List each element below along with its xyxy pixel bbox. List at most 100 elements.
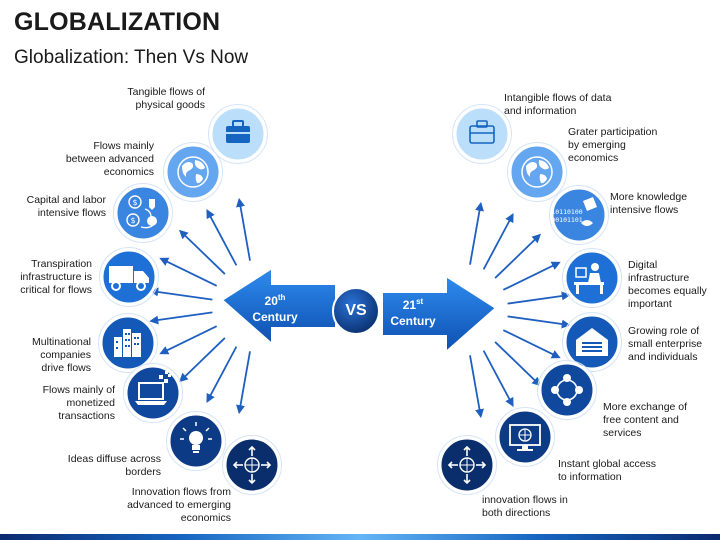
right-circle-ring-7	[437, 435, 497, 495]
label-line: intensive flows	[610, 204, 679, 216]
label-line: economics	[568, 152, 619, 164]
label-line: becomes equally	[628, 285, 707, 297]
label-line: Innovation flows from	[131, 486, 231, 498]
left-century-word: Century	[252, 310, 298, 324]
binary-line-2: 00101101	[551, 216, 582, 224]
globe-icon	[521, 156, 553, 188]
left-century-label: 20th Century	[240, 290, 310, 325]
left-circle-ring-4	[98, 313, 158, 373]
label-line: Multinational	[32, 336, 91, 348]
right-ray-arrow-0	[469, 201, 484, 265]
buildings-icon	[114, 329, 141, 357]
right-circle-ring-5	[537, 360, 597, 420]
label-line: important	[628, 298, 672, 310]
right-ray-arrow-6	[502, 329, 561, 359]
vs-text: VS	[345, 302, 367, 319]
label-line: by emerging	[568, 139, 626, 151]
network-icon	[551, 374, 583, 406]
label-line: critical for flows	[20, 284, 92, 296]
label-line: Flows mainly of	[42, 384, 115, 396]
left-ray-arrow-2	[179, 229, 226, 275]
left-circle-ring-2	[113, 183, 173, 243]
page-title: GLOBALIZATION	[14, 8, 221, 36]
svg-text:$: $	[130, 216, 135, 225]
right-ray-arrow-7	[494, 341, 541, 387]
label-line: physical goods	[135, 99, 205, 111]
label-line: intensive flows	[37, 207, 106, 219]
svg-text:$: $	[132, 198, 137, 207]
left-circle-ring-1	[163, 142, 223, 202]
label-line: between advanced	[65, 153, 154, 165]
right-ray-arrow-9	[469, 355, 484, 419]
lightbulb-icon	[180, 422, 212, 453]
binary-line-1: 10110100	[551, 208, 582, 216]
label-line: small enterprise	[628, 338, 703, 350]
left-circle-ring-3	[99, 247, 159, 307]
vs-badge	[332, 287, 380, 335]
icon-layer: $ $	[109, 120, 608, 485]
label-line: Grater participation	[568, 126, 658, 138]
right-circle-ring-3	[562, 248, 622, 308]
label-line: to information	[558, 471, 622, 483]
right-ray-arrow-8	[482, 350, 514, 407]
left-ray-arrow-4	[149, 287, 213, 301]
label-line: free content and	[603, 414, 679, 426]
label-line: innovation flows in	[482, 494, 568, 506]
right-radiating-arrows	[469, 201, 571, 419]
label-line: transactions	[58, 410, 115, 422]
right-circle-0	[453, 105, 511, 163]
right-century-suffix: st	[416, 297, 424, 306]
left-circle-ring-0	[208, 104, 268, 164]
right-circle-ring-2	[549, 185, 609, 245]
truck-icon	[109, 266, 149, 291]
label-line: Ideas diffuse across	[67, 453, 161, 465]
label-line: and individuals	[628, 351, 698, 363]
globe-icon	[177, 156, 209, 188]
left-radiating-arrows	[149, 197, 251, 415]
left-century-suffix: th	[277, 293, 286, 302]
left-ray-arrow-5	[149, 311, 213, 325]
laptop-icon	[135, 371, 171, 405]
label-line: companies	[40, 349, 91, 361]
left-circle-1	[164, 143, 222, 201]
left-circle-ring-5	[123, 363, 183, 423]
left-century-number: 20	[264, 294, 278, 308]
label-line: More exchange of	[603, 401, 688, 413]
right-circle-ring-4	[562, 312, 622, 372]
right-circle-ring-1	[507, 142, 567, 202]
label-line: Transpiration	[31, 258, 92, 270]
monitor-globe-icon	[509, 424, 541, 451]
money-exchange-icon: $ $	[126, 195, 157, 229]
left-ray-arrow-9	[236, 351, 251, 415]
label-line: and information	[504, 105, 577, 117]
right-ray-arrow-5	[507, 315, 571, 329]
label-line: Tangible flows of	[127, 86, 205, 98]
label-line: infrastructure is	[20, 271, 92, 283]
left-label-2: Capital and labor intensive flows	[0, 194, 106, 220]
label-line: borders	[125, 466, 161, 478]
right-ray-arrow-2	[494, 233, 541, 279]
label-line: Flows mainly	[93, 140, 154, 152]
left-ray-arrow-3	[159, 257, 218, 287]
left-ray-arrow-7	[179, 337, 226, 383]
page-subtitle: Globalization: Then Vs Now	[14, 47, 249, 68]
right-label-4: Growing role of small enterprise and ind…	[628, 325, 718, 364]
left-label-4: Multinational companies drive flows	[1, 336, 91, 375]
right-label-5: More exchange of free content and servic…	[603, 401, 713, 440]
right-label-2: More knowledge intensive flows	[610, 191, 715, 217]
label-line: infrastructure	[628, 272, 690, 284]
right-ray-arrow-3	[502, 261, 561, 291]
left-circle-ring-6	[166, 411, 226, 471]
label-line: monetized	[66, 397, 115, 409]
right-label-6: Instant global access to information	[558, 458, 688, 484]
right-label-0: Intangible flows of data and information	[504, 92, 644, 118]
label-line: economics	[180, 512, 231, 524]
arrows-globe-icon	[232, 445, 272, 485]
bottom-accent-bar	[0, 534, 720, 540]
left-label-6: Ideas diffuse across borders	[41, 453, 161, 479]
label-line: services	[603, 427, 642, 439]
right-century-word: Century	[390, 314, 436, 328]
right-circle-ring-6	[495, 407, 555, 467]
right-century-arrow	[381, 274, 498, 355]
